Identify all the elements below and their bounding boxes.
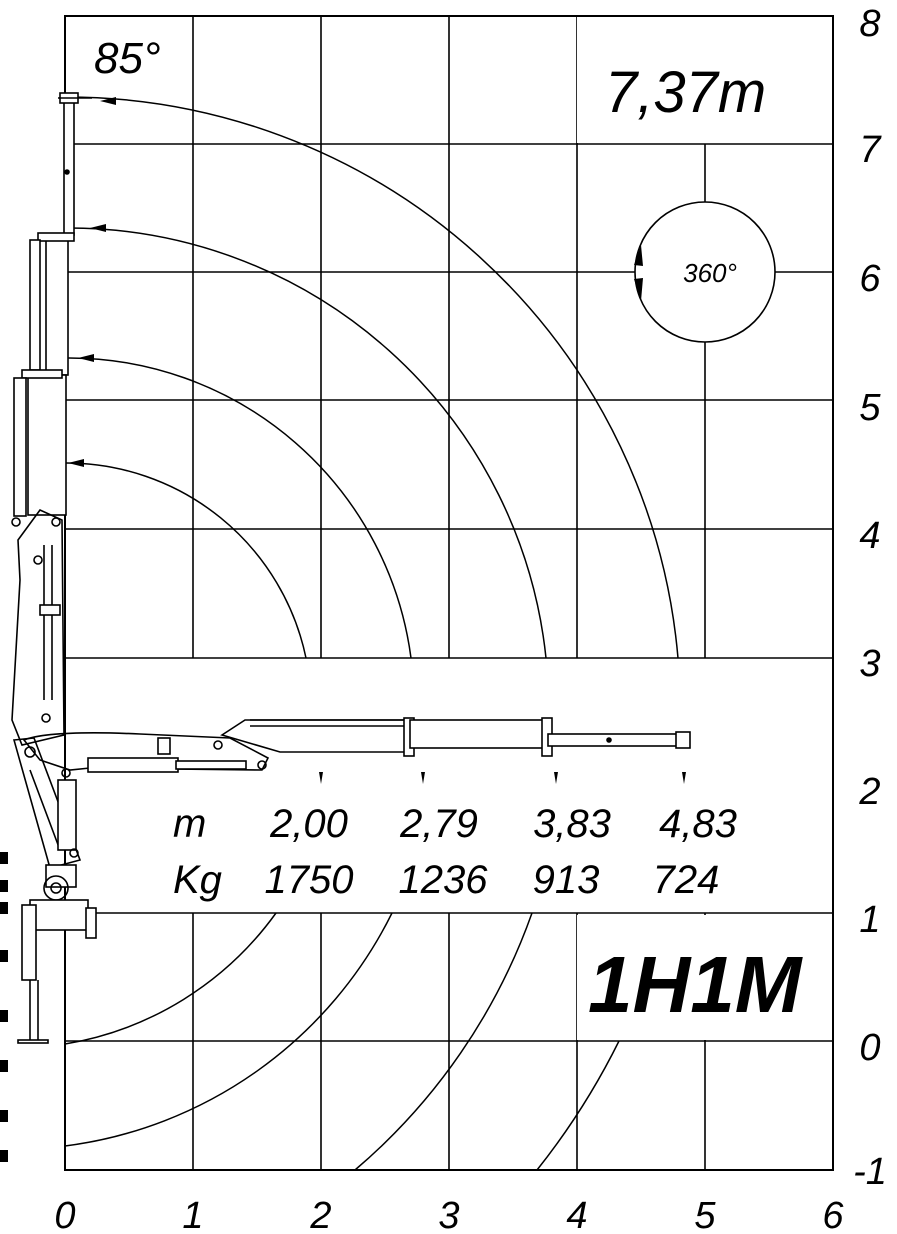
slew-label: 360° xyxy=(683,258,737,288)
capacity-value: 724 xyxy=(653,858,720,902)
grid xyxy=(64,15,834,1171)
y-tick-label: 1 xyxy=(859,899,880,941)
outreach-marker-2 xyxy=(421,772,425,784)
y-tick-label: -1 xyxy=(853,1151,887,1193)
outreach-marker-3 xyxy=(554,772,558,784)
crane-horizontal-boom xyxy=(22,717,691,773)
x-axis-ticks: 0 1 2 3 4 5 6 xyxy=(54,1195,844,1234)
slew-circle xyxy=(634,201,776,343)
y-tick-label: 7 xyxy=(859,129,882,171)
left-edge-glyphs xyxy=(0,852,8,1162)
reach-arcs xyxy=(64,96,679,1171)
x-tick-label: 2 xyxy=(309,1195,331,1234)
x-tick-label: 6 xyxy=(822,1195,844,1234)
outreach-value: 4,83 xyxy=(659,802,737,846)
y-tick-label: 4 xyxy=(859,515,880,557)
arrow-marker-3 xyxy=(90,224,106,232)
reach-arc-4 xyxy=(65,96,679,659)
capacity-value: 1236 xyxy=(399,858,489,902)
arrow-marker-2 xyxy=(78,354,94,362)
reach-arc-7 xyxy=(354,912,533,1171)
slew-arrow-up-icon xyxy=(634,245,643,266)
y-tick-label: 5 xyxy=(859,387,881,429)
crane-base xyxy=(12,737,97,1044)
arc-arrow-markers xyxy=(68,97,116,467)
capacity-value: 913 xyxy=(533,858,600,902)
reach-arc-2 xyxy=(65,357,412,659)
outreach-marker-4 xyxy=(682,772,686,784)
capacity-row-label: Kg xyxy=(173,858,222,902)
x-tick-label: 4 xyxy=(566,1195,587,1234)
outreach-value: 2,79 xyxy=(399,802,478,846)
outreach-marker-1 xyxy=(319,772,323,784)
outreach-value: 2,00 xyxy=(269,802,348,846)
reach-arc-6 xyxy=(64,912,393,1147)
x-tick-label: 3 xyxy=(438,1195,459,1234)
arrow-marker-1 xyxy=(68,459,84,467)
y-tick-label: 8 xyxy=(859,3,880,45)
reach-arc-5 xyxy=(64,912,277,1045)
capacity-value: 1750 xyxy=(265,858,354,902)
y-tick-label: 3 xyxy=(859,643,880,685)
outreach-row-label: m xyxy=(173,802,206,846)
max-angle-label: 85° xyxy=(94,34,161,83)
x-tick-label: 1 xyxy=(182,1195,203,1234)
y-tick-label: 0 xyxy=(859,1027,880,1069)
outreach-value: 3,83 xyxy=(533,802,611,846)
slew-rotation-symbol: 360° xyxy=(634,201,776,343)
model-label: 1H1M xyxy=(588,940,804,1029)
y-tick-label: 2 xyxy=(858,771,880,813)
outreach-markers xyxy=(319,772,686,784)
load-table: m 2,00 2,79 3,83 4,83 Kg 1750 1236 913 7… xyxy=(173,802,737,902)
reach-arc-8 xyxy=(536,1040,620,1171)
x-tick-label: 5 xyxy=(694,1195,716,1234)
y-axis-ticks: 8 7 6 5 4 3 2 1 0 -1 xyxy=(853,3,887,1193)
x-tick-label: 0 xyxy=(54,1195,75,1234)
arrow-marker-4 xyxy=(100,97,116,105)
crane-vertical-boom xyxy=(11,92,92,758)
reach-arc-1 xyxy=(65,462,307,659)
max-height-label: 7,37m xyxy=(605,60,766,125)
reach-arc-3 xyxy=(65,227,547,659)
slew-arrow-down-icon xyxy=(634,278,643,301)
y-tick-label: 6 xyxy=(859,258,881,300)
